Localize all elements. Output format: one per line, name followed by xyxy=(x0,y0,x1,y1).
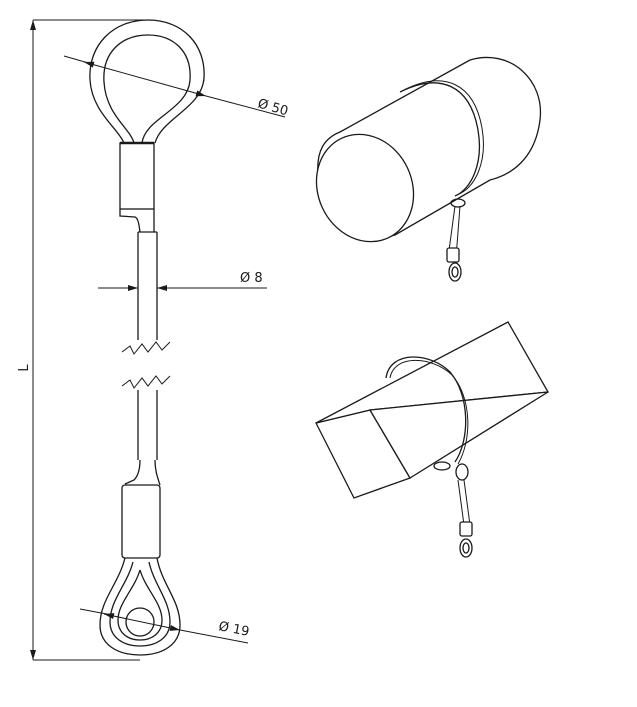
cable-diameter-label: Ø 8 xyxy=(240,271,263,286)
eye-diameter-dimension: Ø 50 xyxy=(63,55,290,119)
thimble xyxy=(99,557,181,656)
bottom-ferrule xyxy=(121,484,161,559)
thimble-diameter-dimension: Ø 19 xyxy=(79,608,250,644)
top-eye-loop xyxy=(89,19,205,144)
square-duct-illustration xyxy=(315,321,550,558)
thimble-diameter-label: Ø 19 xyxy=(217,619,250,640)
cable-upper xyxy=(121,231,171,355)
round-duct-illustration xyxy=(315,56,542,282)
eye-diameter-label: Ø 50 xyxy=(256,96,290,119)
cable-lower xyxy=(121,375,171,486)
top-ferrule xyxy=(119,141,155,233)
length-dimension: L xyxy=(17,19,150,661)
cable-diameter-dimension: Ø 8 xyxy=(98,271,267,291)
length-label: L xyxy=(17,364,32,372)
